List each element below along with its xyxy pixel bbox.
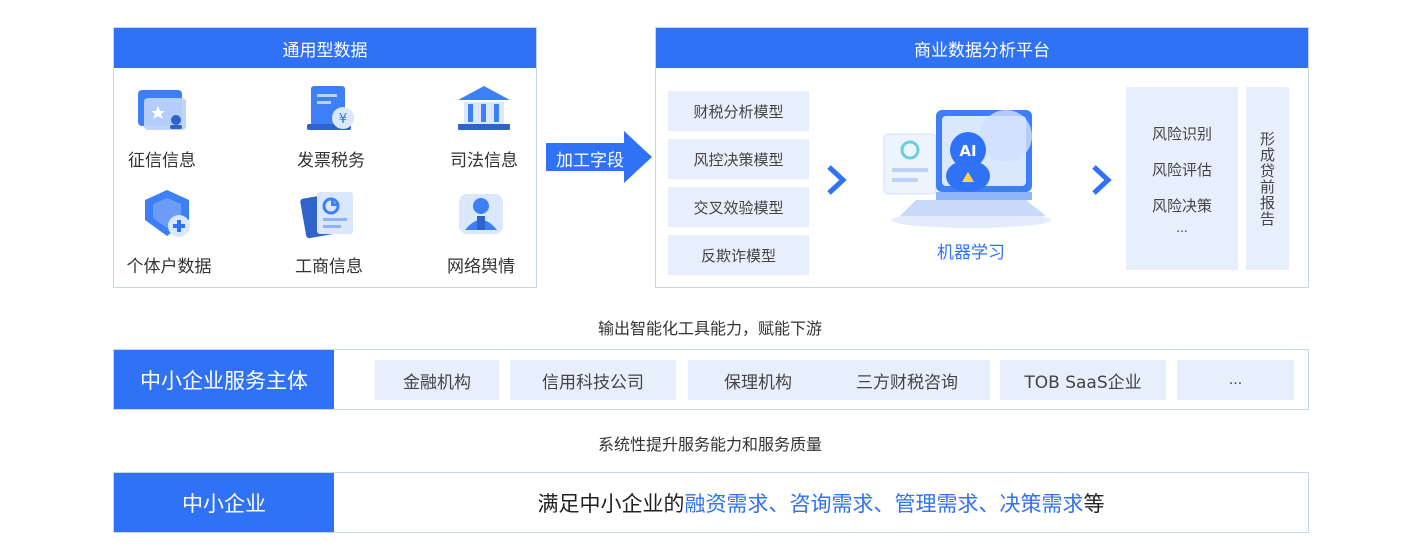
institution-more: ... (1177, 360, 1294, 400)
machine-learning-label: 机器学习 (937, 243, 1005, 263)
sme-needs-highlight: 融资需求、咨询需求、管理需求、决策需求 (684, 491, 1084, 516)
general-data-panel: 通用型数据 征信信息 ¥ 发票税务 (113, 27, 537, 288)
institution-tax-consulting: 三方财税咨询 (824, 360, 990, 400)
process-arrow-label: 加工字段 (556, 151, 624, 171)
person-network-icon (459, 194, 503, 234)
source-invoice: ¥ 发票税务 (271, 80, 391, 171)
source-label: 个体户数据 (126, 257, 212, 277)
risk-output-box: 风险识别 风险评估 风险决策 ... (1126, 87, 1238, 270)
chevron-right-icon (1092, 165, 1112, 195)
source-label: 征信信息 (128, 151, 196, 171)
sme-needs-prefix: 满足中小企业的 (537, 491, 685, 516)
model-anti-fraud: 反欺诈模型 (668, 235, 809, 275)
source-label: 工商信息 (295, 257, 363, 277)
risk-identification: 风险识别 (1151, 125, 1212, 143)
data-source-grid: 征信信息 ¥ 发票税务 司法信息 (114, 68, 538, 288)
service-subject-row: 中小企业服务主体 金融机构 信用科技公司 保理机构 三方财税咨询 TOB Saa… (113, 349, 1309, 410)
sme-needs-statement: 满足中小企业的融资需求、咨询需求、管理需求、决策需求等 (334, 473, 1308, 532)
institution-credit-tech: 信用科技公司 (510, 360, 676, 400)
risk-more: ... (1176, 221, 1188, 235)
model-risk-decision: 风控决策模型 (668, 139, 809, 179)
right-arrow-icon (546, 131, 652, 183)
business-document-icon (300, 192, 353, 239)
source-label: 发票税务 (297, 151, 365, 171)
process-arrow: 加工字段 (546, 131, 652, 183)
ai-badge: AI (959, 142, 976, 160)
institution-financial: 金融机构 (375, 360, 499, 400)
pre-loan-report-label: 形成贷前报告 (1258, 130, 1276, 227)
risk-assessment: 风险评估 (1151, 161, 1212, 179)
general-data-title: 通用型数据 (114, 28, 536, 68)
shield-plus-icon (145, 190, 190, 237)
source-business: 工商信息 (269, 186, 389, 277)
source-label: 网络舆情 (447, 257, 515, 277)
ai-computer-illustration: AI (883, 110, 1051, 228)
source-label: 司法信息 (450, 151, 518, 171)
sme-needs-suffix: 等 (1083, 491, 1105, 516)
platform-title: 商业数据分析平台 (656, 28, 1308, 68)
source-individual: 个体户数据 (109, 186, 229, 277)
svg-text:¥: ¥ (339, 112, 347, 127)
courthouse-icon (458, 86, 510, 130)
service-subject-title: 中小企业服务主体 (114, 350, 334, 409)
chevron-right-icon (827, 165, 847, 195)
model-cross-validation: 交叉效验模型 (668, 187, 809, 227)
sme-row: 中小企业 满足中小企业的融资需求、咨询需求、管理需求、决策需求等 (113, 472, 1309, 533)
caption-service-quality: 系统性提升服务能力和服务质量 (597, 435, 822, 454)
caption-output-capability: 输出智能化工具能力，赋能下游 (597, 319, 822, 338)
invoice-yen-icon: ¥ (307, 86, 354, 130)
folder-star-icon (138, 90, 186, 130)
model-tax-analysis: 财税分析模型 (668, 91, 809, 131)
source-credit: 征信信息 (102, 80, 222, 171)
institution-tob-saas: TOB SaaS企业 (1000, 360, 1166, 400)
institution-factoring: 保理机构 (688, 360, 828, 400)
source-opinion: 网络舆情 (421, 186, 541, 277)
pre-loan-report-box: 形成贷前报告 (1246, 87, 1289, 270)
source-judicial: 司法信息 (424, 80, 544, 171)
analysis-platform-panel: 商业数据分析平台 财税分析模型 风控决策模型 交叉效验模型 反欺诈模型 AI 机… (655, 27, 1309, 288)
sme-title: 中小企业 (114, 473, 334, 532)
risk-decision: 风险决策 (1151, 197, 1212, 215)
